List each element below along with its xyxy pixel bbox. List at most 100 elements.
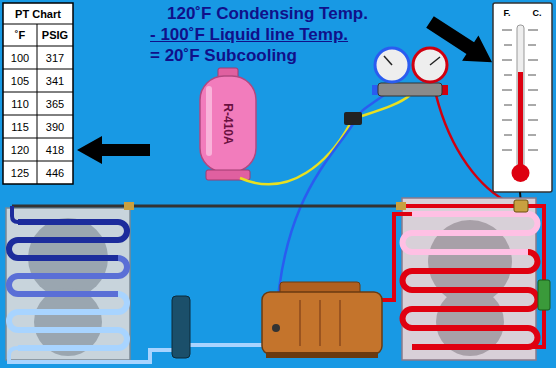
table-cell: 115 <box>3 115 37 138</box>
tank-label-text: R-410A <box>221 103 235 144</box>
table-rule <box>3 92 73 93</box>
table-cell-text: 100 <box>11 52 29 64</box>
table-cell: 418 <box>37 138 73 161</box>
suction-line <box>190 343 262 347</box>
evaporator <box>6 208 130 360</box>
tank-highlight <box>206 86 212 156</box>
table-cell: 365 <box>37 92 73 115</box>
table-rule <box>3 24 73 25</box>
table-cell-text: 390 <box>46 121 64 133</box>
table-frame <box>3 3 73 184</box>
compressor-feet <box>266 352 378 358</box>
table-rule <box>3 115 73 116</box>
table-cell-text: 446 <box>46 167 64 179</box>
scale-ticks <box>502 30 512 150</box>
table-cell: 110 <box>3 92 37 115</box>
return-bend <box>9 258 127 294</box>
tank-body <box>200 76 256 172</box>
compressor-body <box>262 292 382 354</box>
return-bend <box>9 294 127 348</box>
table-cell: 317 <box>37 46 73 69</box>
piping <box>9 200 550 362</box>
manifold-body <box>378 83 442 96</box>
table-cell-text: 115 <box>11 121 29 133</box>
condenser <box>402 198 538 360</box>
table-cell: 390 <box>37 115 73 138</box>
scale-unit: C. <box>526 6 548 20</box>
table-rule <box>3 138 73 139</box>
table-cell: 120 <box>3 138 37 161</box>
gauge-needle <box>384 56 392 65</box>
liquid-line <box>12 205 400 208</box>
thermometer-bulb <box>512 164 530 182</box>
service-port <box>272 324 280 332</box>
table-cell: 105 <box>3 69 37 92</box>
evaporator-tube <box>18 312 118 348</box>
table-cell-text: 105 <box>11 75 29 87</box>
calculation-line: - 100˚F Liquid line Temp. <box>150 24 420 45</box>
pt-chart-grid <box>3 3 73 184</box>
thermometer-tube <box>517 25 524 167</box>
table-cell-text: 120 <box>11 144 29 156</box>
refrigerant-tank <box>200 68 256 180</box>
table-cell: 446 <box>37 161 73 184</box>
thermometer-card <box>493 3 552 192</box>
table-cell: 125 <box>3 161 37 184</box>
high-gauge <box>413 48 447 82</box>
yellow-hose <box>240 124 350 184</box>
table-cell-text: 341 <box>46 75 64 87</box>
return-bend <box>403 214 538 252</box>
calculation-line: = 20˚F Subcooling <box>150 45 420 66</box>
calculation-line: 120˚F Condensing Temp. <box>167 3 437 24</box>
table-cell: 100 <box>3 46 37 69</box>
table-cell-text: 125 <box>11 167 29 179</box>
evaporator-tube <box>18 276 118 294</box>
blue-hose <box>360 95 384 113</box>
table-header: PSIG <box>37 24 73 46</box>
fitting <box>396 202 406 210</box>
fitting <box>124 202 134 210</box>
evaporator-frame <box>6 208 130 360</box>
table-rule <box>3 46 73 47</box>
pipe-clamp <box>514 200 528 212</box>
table-title: PT Chart <box>3 3 73 24</box>
service-fitting <box>344 112 362 125</box>
suction-line <box>9 348 172 362</box>
calculation-line-text: 120˚F Condensing Temp. <box>167 4 368 24</box>
condenser-tube <box>412 271 528 347</box>
table-rule <box>37 24 38 184</box>
evaporator-tube <box>18 222 118 258</box>
table-header-text: ˚F <box>15 29 25 41</box>
thermometer-box: F. C. <box>493 3 552 192</box>
tank-label: R-410A <box>170 114 286 134</box>
calculation-line-text: = 20˚F Subcooling <box>150 46 297 66</box>
pointer-arrow <box>77 136 150 164</box>
filter-drier <box>538 280 550 310</box>
scale-ticks <box>528 30 538 150</box>
gauge-manifold <box>372 48 448 96</box>
liquid-line-hot <box>400 206 544 347</box>
table-title-text: PT Chart <box>15 8 61 20</box>
condenser-tube <box>412 214 528 252</box>
table-cell: 341 <box>37 69 73 92</box>
return-bend <box>403 252 538 347</box>
table-cell-text: 418 <box>46 144 64 156</box>
low-gauge <box>375 48 409 82</box>
compressor <box>262 282 382 358</box>
discharge-line <box>382 214 412 300</box>
table-header-text: PSIG <box>42 29 68 41</box>
table-cell-text: 317 <box>46 52 64 64</box>
accumulator <box>172 296 190 358</box>
thermometer-mercury <box>518 72 523 167</box>
table-cell-text: 110 <box>11 98 29 110</box>
scale-unit-text: F. <box>503 8 510 18</box>
scale-unit: F. <box>496 6 518 20</box>
table-header: ˚F <box>3 24 37 46</box>
tank-box: R-410A <box>200 76 256 172</box>
table-rule <box>3 161 73 162</box>
scale-unit-text: C. <box>533 8 542 18</box>
metering-line <box>12 206 18 222</box>
return-bend <box>9 222 127 258</box>
